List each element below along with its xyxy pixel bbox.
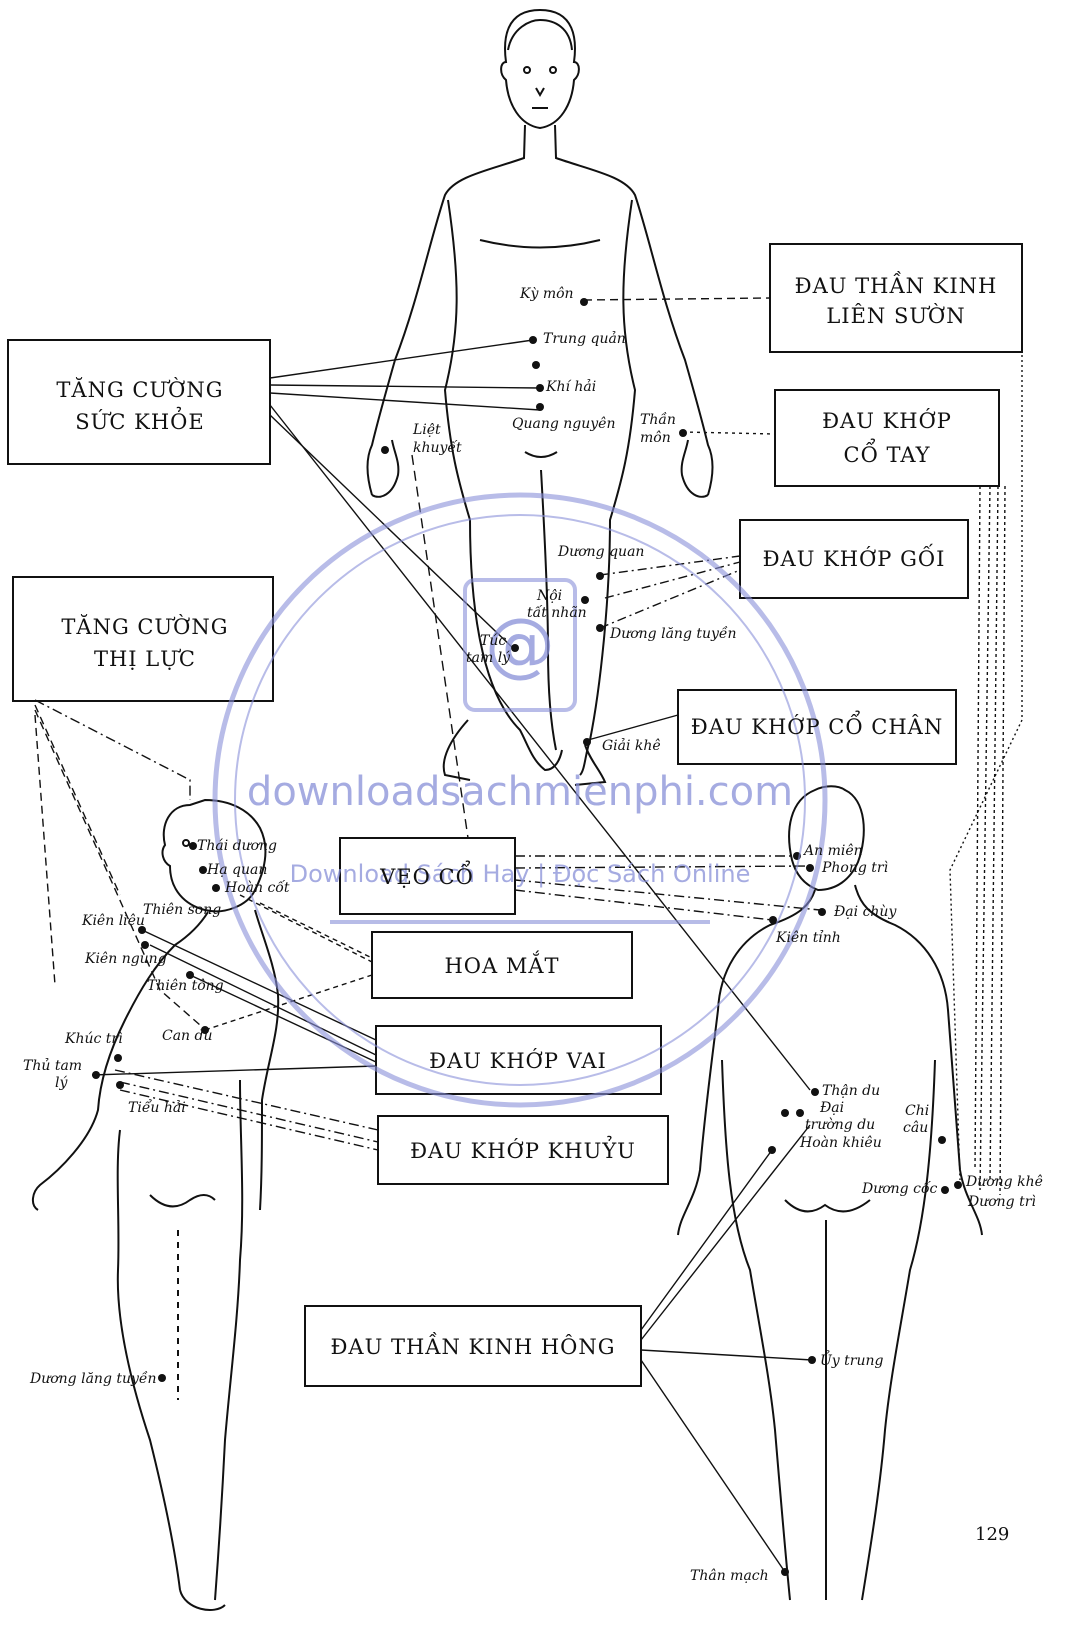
label-thien-tong: Thiên tông: [147, 978, 224, 994]
label-than-du: Thận du: [822, 1083, 880, 1099]
connector-lines: [34, 297, 1023, 1573]
box-dau-than-kinh-hong: [304, 1305, 642, 1387]
box-tang-cuong-suc-khoe: [7, 339, 271, 465]
label-kien-ngung: Kiên ngung: [84, 951, 167, 967]
label-hoan-cot: Hoàn cốt: [224, 879, 290, 896]
label-than-mach: Thân mạch: [690, 1568, 769, 1584]
box-label-veo-co: VẸO CỔ: [379, 861, 474, 889]
label-noi-tat-nhan-1: Nội: [536, 588, 562, 604]
label-than-mon-1: Thần: [640, 411, 676, 428]
acupoint-labels: Kỳ môn Trung quản Khí hải Quang nguyên L…: [23, 286, 1043, 1584]
label-duong-coc: Dương cốc: [861, 1180, 938, 1197]
label-tuc-tam-ly-2: tam lý: [466, 649, 511, 666]
box-label-dau-khop-co-tay-1: ĐAU KHỚP: [822, 408, 952, 433]
box-dau-khop-vai: [375, 1025, 662, 1095]
box-dau-than-kinh-lien-suon: [769, 243, 1023, 353]
box-dau-khop-goi: [739, 519, 969, 599]
label-trung-quan: Trung quản: [543, 330, 626, 347]
label-an-mien: An miên: [802, 843, 863, 859]
box-dau-khop-co-tay: [774, 389, 1000, 487]
label-than-mon-2: môn: [640, 430, 671, 446]
box-label-tang-cuong-thi-luc-2: THỊ LỰC: [94, 647, 196, 671]
box-label-dau-khop-goi: ĐAU KHỚP GỐI: [763, 544, 946, 571]
label-duong-tri: Dương trì: [967, 1194, 1036, 1210]
right-back-figure: [677, 785, 983, 1601]
label-dai-truong-du-1: Đại: [819, 1100, 844, 1116]
box-label-dau-than-kinh-lien-suon-2: LIÊN SƯỜN: [826, 303, 965, 328]
label-dai-truong-du-2: trường du: [805, 1117, 875, 1133]
label-uy-trung: Ủy trung: [820, 1349, 884, 1369]
label-thien-song: Thiên song: [143, 902, 221, 918]
box-label-tang-cuong-thi-luc-1: TĂNG CƯỜNG: [61, 614, 228, 639]
label-khuc-tri: Khúc trì: [64, 1031, 123, 1047]
box-label-tang-cuong-suc-khoe-2: SỨC KHỎE: [75, 407, 204, 434]
label-phong-tri: Phong trì: [821, 860, 888, 876]
box-labels: TĂNG CƯỜNG SỨC KHỎE TĂNG CƯỜNG THỊ LỰC Đ…: [56, 272, 998, 1359]
label-liet-khuyet-1: Liệt: [412, 422, 441, 438]
box-label-dau-khop-co-chan: ĐAU KHỚP CỔ CHÂN: [691, 711, 943, 739]
label-kien-tinh: Kiên tỉnh: [775, 929, 841, 946]
label-thu-tam-ly-2: lý: [55, 1074, 68, 1091]
box-dau-khop-co-chan: [677, 689, 957, 765]
box-label-dau-khop-co-tay-2: CỔ TAY: [844, 439, 931, 467]
label-quang-nguyen: Quang nguyên: [512, 416, 615, 432]
box-label-dau-khop-khuyu: ĐAU KHỚP KHUỶU: [410, 1137, 636, 1163]
box-label-dau-khop-vai: ĐAU KHỚP VAI: [429, 1048, 607, 1073]
box-veo-co: [339, 837, 516, 915]
label-chi-cau-1: Chi: [905, 1103, 929, 1119]
label-thu-tam-ly-1: Thủ tam: [23, 1057, 82, 1074]
box-label-hoa-mat: HOA MẮT: [444, 951, 559, 978]
box-label-dau-than-kinh-lien-suon-1: ĐAU THẦN KINH: [795, 272, 998, 298]
page-number: 129: [975, 1524, 1009, 1545]
label-dai-chuy: Đại chùy: [833, 904, 897, 920]
box-hoa-mat: [371, 931, 633, 999]
label-khi-hai: Khí hải: [545, 378, 596, 395]
label-tieu-hai: Tiểu hải: [128, 1098, 186, 1116]
label-noi-tat-nhan-2: tất nhãn: [527, 604, 587, 621]
watermark-site: downloadsachmienphi.com: [247, 769, 793, 815]
box-label-dau-than-kinh-hong: ĐAU THẦN KINH HÔNG: [330, 1333, 615, 1359]
label-chi-cau-2: câu: [903, 1120, 928, 1136]
label-liet-khuyet-2: khuyết: [413, 439, 462, 456]
watermark-tagline: Download Sách Hay | Đọc Sách Online: [290, 860, 751, 888]
label-ha-quan: Hạ quan: [206, 862, 267, 878]
box-tang-cuong-thi-luc: [12, 576, 274, 702]
label-duong-quan: Dương quan: [557, 544, 644, 560]
label-thai-duong: Thái dương: [197, 838, 277, 854]
label-can-du: Can du: [162, 1028, 213, 1044]
label-duong-lang-tuyen-left: Dương lăng tuyền: [29, 1370, 157, 1387]
box-label-tang-cuong-suc-khoe-1: TĂNG CƯỜNG: [56, 377, 223, 402]
label-duong-lang-tuyen-front: Dương lăng tuyền: [609, 625, 737, 642]
label-ky-mon: Kỳ môn: [519, 286, 574, 302]
watermark-at-icon: @: [485, 603, 555, 685]
label-hoan-khieu: Hoàn khiêu: [799, 1135, 882, 1151]
acupoint-dots: [92, 298, 962, 1576]
label-duong-khe: Dương khê: [965, 1174, 1043, 1190]
label-tuc-tam-ly-1: Túc: [480, 633, 506, 649]
watermark: @ downloadsachmienphi.com Download Sách …: [212, 492, 828, 1108]
label-giai-khe: Giải khê: [602, 737, 661, 754]
label-kien-lieu: Kiên liêu: [81, 913, 145, 929]
